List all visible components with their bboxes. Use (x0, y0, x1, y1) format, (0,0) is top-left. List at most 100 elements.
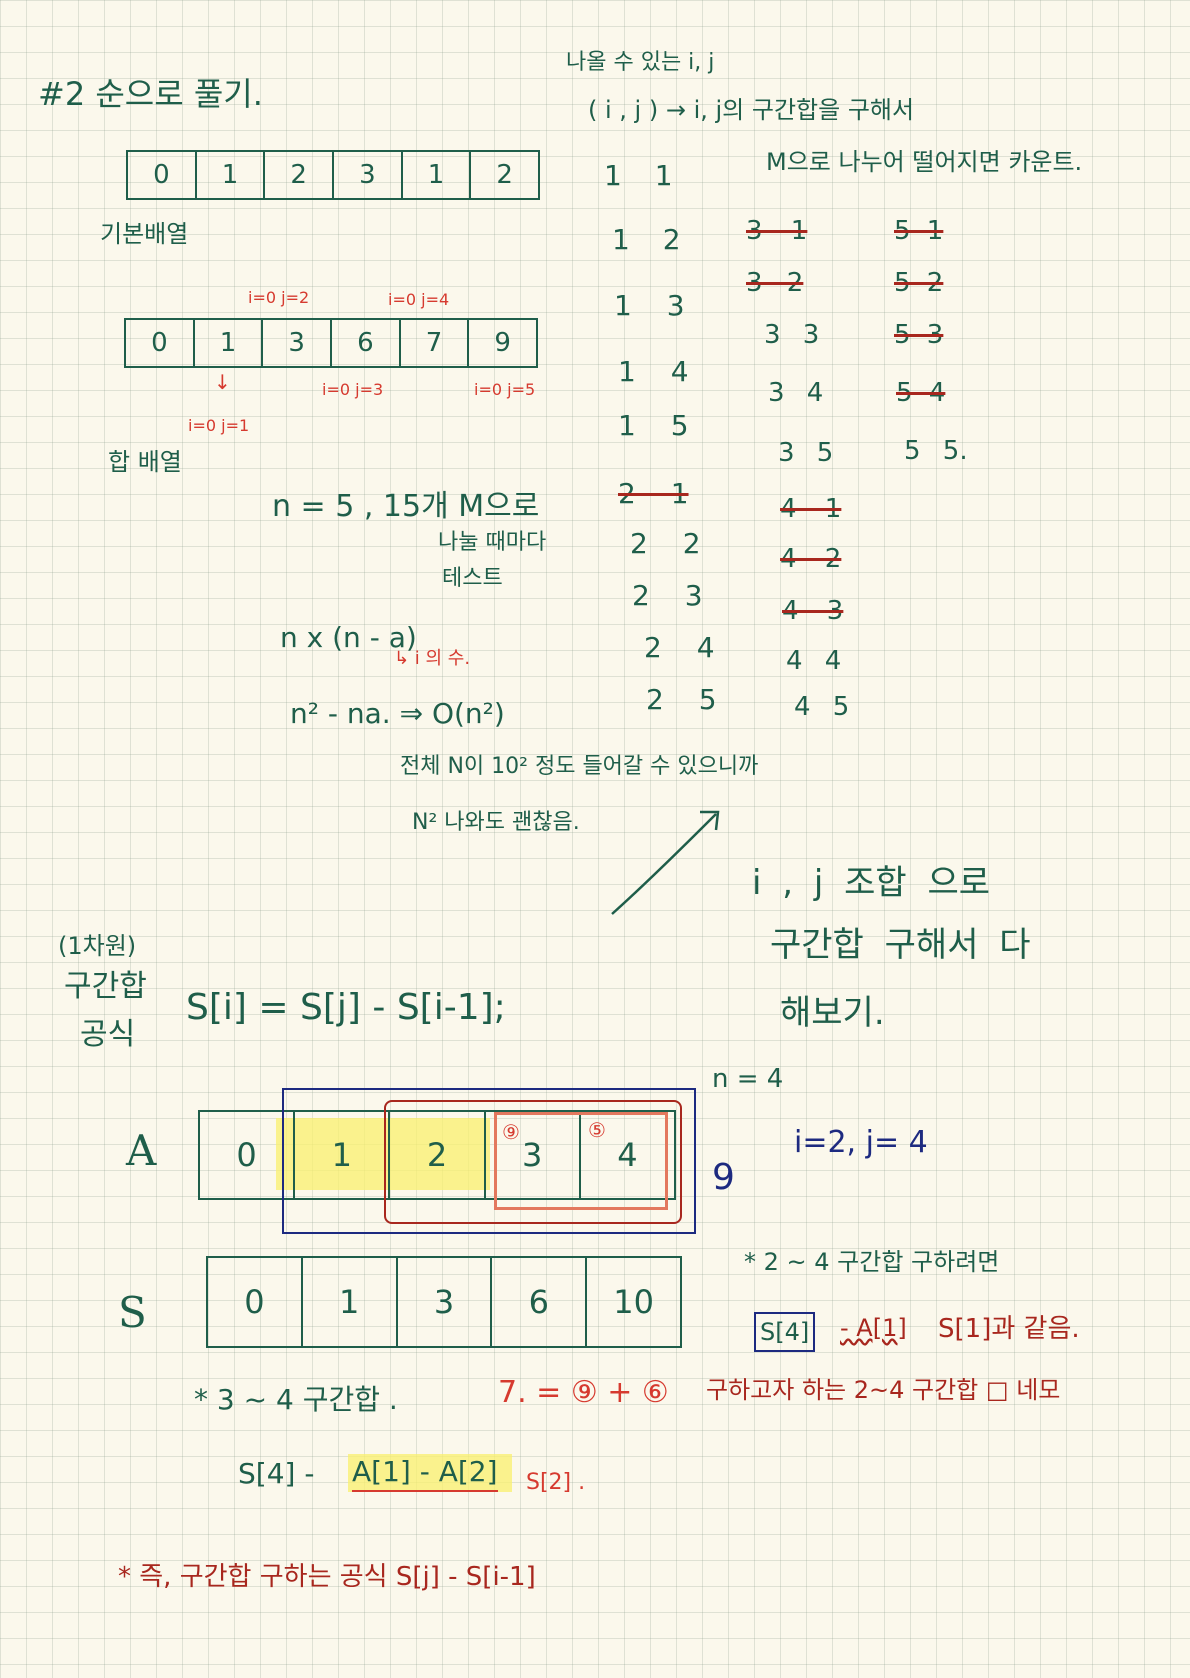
pair-item: 2 5 (646, 683, 717, 716)
annotation: i=0 j=3 (322, 380, 384, 399)
pair-item: 5 2 (894, 268, 944, 298)
pair-item: 4 3 (782, 596, 844, 626)
array-cell: 0 (126, 320, 195, 366)
array-cell: 3 (334, 152, 403, 198)
array-cell: 0 (200, 1112, 296, 1198)
array-cell: 2 (496, 160, 513, 190)
array-cell: 0 (128, 152, 197, 198)
example-note: 구하고자 하는 2~4 구간합 □ 네모 (706, 1376, 1061, 1404)
array-s-label: S (118, 1288, 147, 1337)
pair-item: 5 5. (904, 436, 968, 466)
pair-item: 1 4 (618, 355, 689, 388)
pair-item: 3 2 (746, 268, 804, 298)
highlight (276, 1118, 490, 1190)
example-result: 7. = ⑨ + ⑥ (498, 1375, 669, 1410)
circle-label: ⑤ (588, 1118, 606, 1142)
pair-item: 3 5 (778, 438, 834, 468)
selection-box (282, 1088, 696, 1234)
base-array: 0 1 2 3 1 2 (126, 150, 540, 200)
pair-item: 1 5 (618, 409, 689, 442)
array-cell: 1 (403, 152, 472, 198)
array-cell: 1 (195, 320, 264, 366)
note-line: n = 5 , 15개 M으로 (272, 489, 540, 524)
highlight (348, 1454, 512, 1492)
formula: n x (n - a) (280, 621, 417, 654)
page-title: #2 순으로 풀기. (38, 75, 263, 113)
pairs-header: M으로 나누어 떨어지면 카운트. (766, 148, 1083, 176)
array-cell: 3 (263, 320, 333, 366)
example: * 3 ~ 4 구간합 . (194, 1383, 398, 1416)
remark: N² 나와도 괜찮음. (412, 810, 580, 835)
range-sum-label: 공식 (80, 1017, 136, 1052)
example-formula: - A[1] (840, 1314, 907, 1342)
formula-note: ↳ i 의 수. (394, 648, 471, 669)
pairs-header: ( i , j ) → i, j의 구간합을 구해서 (588, 96, 915, 124)
annotation: i=0 j=1 (188, 416, 250, 435)
annotation: i=0 j=2 (248, 288, 310, 307)
pair-item: 5 1 (894, 216, 944, 246)
range-sum-label: (1차원) (58, 932, 137, 960)
ij-value: i=2, j= 4 (794, 1125, 928, 1160)
array-cell: 10 (613, 1283, 654, 1321)
array-cell: 6 (332, 320, 401, 366)
ij-note: i , j 조합 으로 (752, 863, 991, 903)
formula: n² - na. ⇒ O(n²) (290, 697, 505, 730)
array-a: 0 1 2 3 4 (198, 1110, 676, 1200)
pair-item: 3 3 (764, 320, 820, 350)
down-arrow-icon: ↓ (214, 370, 231, 394)
pair-item: 1 2 (612, 223, 681, 256)
example-formula: A[1] - A[2] (352, 1458, 498, 1492)
array-cell: 6 (492, 1258, 588, 1346)
pair-item: 5 3 (894, 320, 944, 350)
array-cell: 1 (303, 1258, 398, 1346)
pair-item: 2 4 (644, 631, 715, 664)
array-cell: 2 (265, 152, 335, 198)
ij-note: 해보기. (780, 993, 885, 1033)
array-cell: 2 (390, 1112, 486, 1198)
array-cell: 3 (486, 1112, 581, 1198)
annotation: i=0 j=4 (388, 290, 450, 309)
remark: 전체 N이 10² 정도 들어갈 수 있으니까 (400, 754, 759, 779)
array-cell: 4 (617, 1136, 638, 1174)
range-sum-formula: S[i] = S[j] - S[i-1]; (186, 987, 506, 1028)
circle-label: ⑨ (502, 1120, 520, 1144)
example-formula: S[2] . (526, 1470, 586, 1495)
pair-item: 1 3 (614, 289, 685, 322)
example-formula: S[4] - (238, 1457, 315, 1490)
example: * 2 ~ 4 구간합 구하려면 (744, 1248, 1000, 1276)
array-cell: 7 (401, 320, 470, 366)
pairs-header: 나올 수 있는 i, j (566, 50, 715, 75)
pair-item: 4 1 (780, 494, 842, 524)
array-cell: 3 (398, 1258, 493, 1346)
array-s: 0 1 3 6 10 (206, 1256, 682, 1348)
example-box: S[4] (754, 1312, 816, 1352)
array-cell: 9 (494, 328, 511, 358)
pair-item: 2 1 (618, 477, 689, 510)
range-sum-label: 구간합 (64, 969, 147, 1004)
final-formula: * 즉, 구간합 구하는 공식 S[j] - S[i-1] (118, 1562, 536, 1592)
sum-value: 9 (712, 1157, 735, 1198)
pair-item: 4 5 (794, 692, 850, 722)
note-line: 테스트 (442, 566, 503, 591)
note-line: 나눌 때마다 (438, 530, 547, 555)
selection-box (384, 1100, 682, 1224)
pair-item: 1 1 (604, 159, 673, 192)
n-label: n = 4 (712, 1064, 784, 1094)
example-note: S[1]과 같음. (938, 1314, 1080, 1344)
pair-item: 3 4 (768, 378, 824, 408)
selection-box (494, 1112, 668, 1210)
array-a-label: A (126, 1126, 157, 1175)
base-array-label: 기본배열 (100, 220, 189, 248)
array-cell: 0 (208, 1258, 303, 1346)
array-cell: 1 (295, 1112, 391, 1198)
annotation: i=0 j=5 (474, 380, 536, 399)
pair-item: 4 2 (780, 544, 842, 574)
pair-item: 3 1 (746, 216, 808, 246)
ij-note: 구간합 구해서 다 (770, 925, 1031, 965)
sum-array: 0 1 3 6 7 9 (124, 318, 538, 368)
pair-item: 2 3 (632, 579, 703, 612)
array-cell: 1 (197, 152, 266, 198)
pair-item: 2 2 (630, 527, 701, 560)
